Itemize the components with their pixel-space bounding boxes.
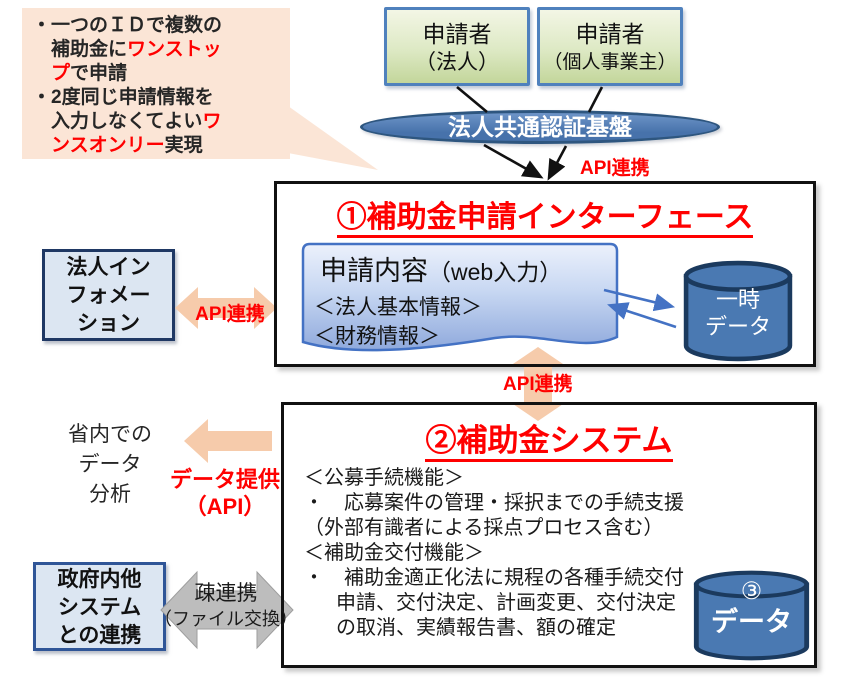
box2-line: 申請、交付決定、計画変更、交付決定 — [336, 592, 676, 614]
cylinder-icon — [683, 260, 793, 362]
document-shape — [301, 242, 619, 352]
data-db-label: データ — [711, 607, 792, 637]
applicant-corporate-line1: 申請者 — [422, 21, 492, 47]
applicant-individual-line1: 申請者 — [575, 21, 645, 47]
cylinder-icon — [693, 570, 810, 661]
note-line: 入力しなくてよいワ — [51, 111, 222, 132]
corporate-info-box: 法人イン フォメー ション — [42, 249, 175, 341]
subsidy-system-box: ②補助金システム ＜公募手続機能＞ ・ 応募案件の管理・採択までの手続支援 （外… — [281, 402, 817, 668]
document-title: 申請内容（web入力） — [320, 256, 563, 286]
connector-line — [456, 86, 488, 113]
system-data-cylinder: ③ データ — [692, 570, 811, 661]
box2-title: ②補助金システム — [284, 415, 814, 462]
onestop-note: ・一つのＩＤで複数の 補助金にワンストッ プで申請 ・2度同じ申請情報を 入力し… — [22, 8, 290, 159]
connector-line — [587, 86, 604, 113]
api-link-label-top: API連携 — [580, 158, 650, 179]
auth-platform-ellipse: 法人共通認証基盤 — [360, 110, 720, 144]
note-line: ・一つのＩＤで複数の — [32, 15, 223, 36]
gov-systems-box: 政府内他 システム との連携 — [33, 562, 166, 651]
box2-line: の取消、実績報告書、額の確定 — [336, 617, 616, 639]
applicant-corporate-line2: （法人） — [415, 51, 499, 74]
corporate-info-line: ション — [77, 312, 140, 335]
corporate-info-line: 法人イン — [66, 256, 151, 279]
gov-systems-line: システム — [57, 596, 142, 619]
box2-line: ＜補助金交付機能＞ — [304, 542, 484, 564]
applicant-corporate-box: 申請者 （法人） — [384, 7, 530, 86]
box2-line: （外部有識者による採点プロセス含む） — [304, 517, 664, 539]
application-content-document: 申請内容（web入力） ＜法人基本情報＞ ＜財務情報＞ — [300, 241, 620, 359]
note-callout-pointer — [288, 106, 378, 170]
api-link-label-middle: API連携 — [503, 374, 573, 395]
loose-link-label: 疎連携 （ファイル交換） — [154, 582, 298, 629]
gov-systems-line: 政府内他 — [57, 568, 142, 591]
box2-line: ＜公募手続機能＞ — [304, 467, 464, 489]
data-db-number: ③ — [740, 578, 763, 605]
note-line: ・2度同じ申請情報を — [32, 87, 214, 108]
applicant-individual-box: 申請者 （個人事業主） — [537, 7, 683, 86]
temp-data-cylinder: 一時 データ — [682, 260, 794, 362]
temp-db-label: 一時 データ — [704, 287, 771, 339]
document-line: ＜法人基本情報＞ — [314, 296, 482, 319]
note-line: プで申請 — [51, 63, 128, 84]
auth-to-interface-arrow — [547, 145, 568, 181]
data-provision-label: データ提供 （API） — [169, 467, 280, 519]
ministry-analysis-label: 省内での データ 分析 — [68, 423, 152, 506]
box2-line: ・ 補助金適正化法に規程の各種手続交付 — [304, 567, 684, 589]
api-link-label-left: API連携 — [195, 304, 265, 325]
box2-content: ＜公募手続機能＞ ・ 応募案件の管理・採択までの手続支援 （外部有識者による採点… — [304, 466, 814, 641]
box2-line: ・ 応募案件の管理・採択までの手続支援 — [304, 492, 684, 514]
gov-systems-line: との連携 — [57, 624, 142, 647]
document-line: ＜財務情報＞ — [314, 325, 440, 348]
box1-title: ①補助金申請インターフェース — [277, 192, 813, 238]
note-line: 補助金にワンストッ — [51, 39, 222, 60]
note-line: ンスオンリー実現 — [51, 135, 203, 156]
data-provision-arrow — [184, 419, 272, 463]
applicant-individual-line2: （個人事業主） — [543, 52, 677, 73]
auth-to-interface-arrow — [483, 143, 544, 179]
corporate-info-line: フォメー — [66, 284, 151, 307]
